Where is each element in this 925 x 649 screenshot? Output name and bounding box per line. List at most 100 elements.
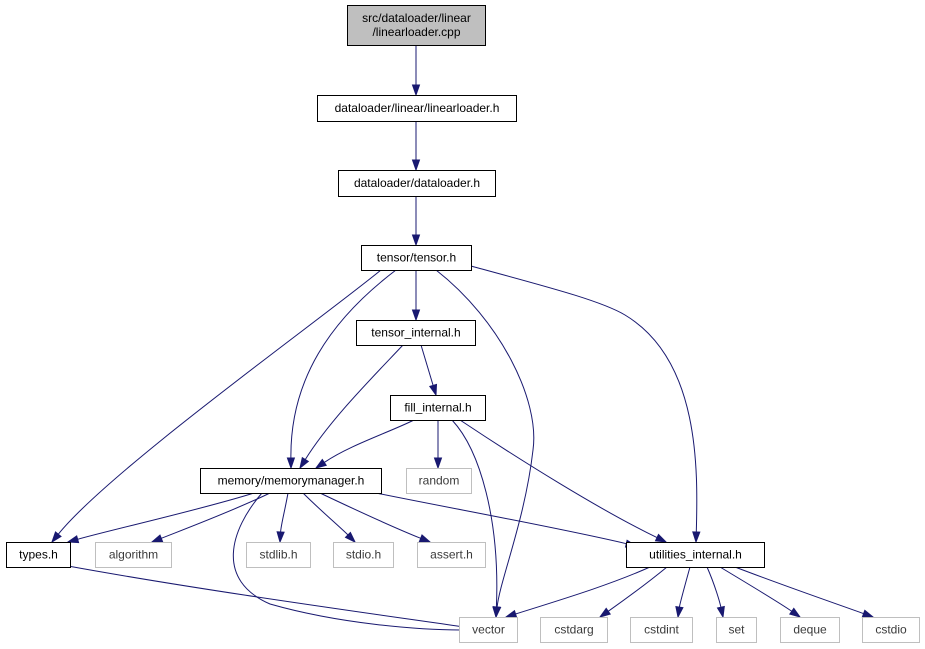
node-box xyxy=(333,542,394,568)
edge-line xyxy=(515,566,651,615)
edge-fill_internal_h-to-random xyxy=(433,420,443,470)
edge-line xyxy=(706,566,722,608)
node-label: assert.h xyxy=(430,548,473,562)
edge-line xyxy=(459,419,658,539)
node-label: stdio.h xyxy=(346,548,381,562)
node-label: tensor_internal.h xyxy=(371,326,460,340)
node-box xyxy=(459,617,518,643)
edge-arrowhead xyxy=(411,84,421,97)
edge-line xyxy=(77,492,255,540)
nodes-layer: src/dataloader/linear/linearloader.cpp da… xyxy=(6,5,920,643)
node-label: dataloader/dataloader.h xyxy=(354,176,480,190)
edge-line xyxy=(232,492,462,631)
node-label: types.h xyxy=(19,548,58,562)
node-tensor-h[interactable]: tensor/tensor.h xyxy=(361,245,472,271)
edge-line xyxy=(734,566,864,615)
edge-line xyxy=(304,344,404,460)
edge-tensor_h-to-types_h xyxy=(51,269,382,544)
edge-arrowhead xyxy=(411,234,421,247)
node-box xyxy=(716,617,757,643)
node-box xyxy=(417,542,486,568)
node-label: utilities_internal.h xyxy=(649,548,742,562)
edge-arrowhead xyxy=(692,531,701,544)
node-deque: deque xyxy=(780,617,840,643)
node-box xyxy=(780,617,840,643)
node-box xyxy=(200,468,382,494)
edge-arrowhead xyxy=(51,531,62,544)
node-dataloader-h[interactable]: dataloader/dataloader.h xyxy=(338,170,496,197)
node-label: deque xyxy=(793,623,827,637)
edge-fill_internal_h-to-utilities_internal_h xyxy=(459,419,668,543)
edge-fill_internal_h-to-memorymanager_h xyxy=(314,419,415,469)
node-box xyxy=(626,542,765,568)
edge-types_h-to-vector xyxy=(67,565,473,631)
node-box xyxy=(95,542,172,568)
edge-line xyxy=(161,492,271,539)
edge-line xyxy=(435,269,535,608)
node-algorithm: algorithm xyxy=(95,542,172,568)
node-label: random xyxy=(419,474,460,488)
node-label: algorithm xyxy=(109,548,158,562)
node-set: set xyxy=(716,617,757,643)
edge-arrowhead xyxy=(716,605,725,619)
edge-line xyxy=(470,265,698,533)
edge-arrowhead xyxy=(428,383,438,397)
edge-arrowhead xyxy=(286,457,296,470)
edge-tensor_h-to-utilities_internal_h xyxy=(470,265,701,544)
edge-utilities_internal_h-to-vector xyxy=(504,566,651,618)
node-label: stdlib.h xyxy=(259,548,297,562)
edge-tensor_h-to-memorymanager_h xyxy=(286,269,397,470)
edge-line xyxy=(57,269,382,535)
node-types-h[interactable]: types.h xyxy=(6,542,71,568)
node-random: random xyxy=(406,468,472,494)
node-cstdarg: cstdarg xyxy=(540,617,608,643)
edge-arrowhead xyxy=(411,309,421,322)
node-stdlib-h: stdlib.h xyxy=(246,542,311,568)
edge-linearloader_h-to-dataloader_h xyxy=(411,121,421,172)
edge-memorymanager_h-to-algorithm xyxy=(150,492,271,543)
node-linearloader-h[interactable]: dataloader/linear/linearloader.h xyxy=(317,95,517,122)
node-box xyxy=(390,395,486,421)
node-utilities-internal-h[interactable]: utilities_internal.h xyxy=(626,542,765,568)
edge-tensor_internal_h-to-memorymanager_h xyxy=(299,344,404,470)
edge-utilities_internal_h-to-set xyxy=(706,566,725,619)
node-memorymanager-h[interactable]: memory/memorymanager.h xyxy=(200,468,382,494)
node-box xyxy=(246,542,311,568)
edge-arrowhead xyxy=(654,533,668,543)
edge-line xyxy=(319,492,421,539)
edge-root-to-linearloader_h xyxy=(411,45,421,97)
edge-arrowhead xyxy=(433,457,443,470)
node-vector: vector xyxy=(459,617,518,643)
edge-line xyxy=(324,419,415,463)
edge-utilities_internal_h-to-cstdint xyxy=(675,566,691,619)
edge-line xyxy=(375,492,627,545)
node-box xyxy=(630,617,693,643)
edge-tensor_h-to-tensor_internal_h xyxy=(411,270,421,322)
node-fill-internal-h[interactable]: fill_internal.h xyxy=(390,395,486,421)
node-label: /linearloader.cpp xyxy=(372,25,460,39)
node-box xyxy=(406,468,472,494)
node-label: cstdarg xyxy=(554,623,593,637)
edge-utilities_internal_h-to-cstdio xyxy=(734,566,875,618)
edge-line xyxy=(607,566,668,612)
node-label: src/dataloader/linear xyxy=(362,11,471,25)
edge-dataloader_h-to-tensor_h xyxy=(411,196,421,247)
edge-utilities_internal_h-to-cstdarg xyxy=(598,566,668,618)
edge-arrowhead xyxy=(418,534,432,543)
node-root[interactable]: src/dataloader/linear/linearloader.cpp xyxy=(347,5,486,46)
edge-memorymanager_h-to-types_h xyxy=(66,492,255,544)
node-box xyxy=(356,320,476,346)
edge-arrowhead xyxy=(598,607,612,618)
node-box xyxy=(347,5,486,46)
edge-line xyxy=(280,492,289,533)
node-cstdio: cstdio xyxy=(862,617,920,643)
edge-arrowhead xyxy=(66,535,80,544)
edge-line xyxy=(719,566,793,612)
edge-line xyxy=(67,565,462,628)
edge-line xyxy=(420,344,434,386)
edge-arrowhead xyxy=(411,159,421,172)
node-box xyxy=(6,542,71,568)
node-tensor-internal-h[interactable]: tensor_internal.h xyxy=(356,320,476,346)
edge-arrowhead xyxy=(344,531,357,544)
